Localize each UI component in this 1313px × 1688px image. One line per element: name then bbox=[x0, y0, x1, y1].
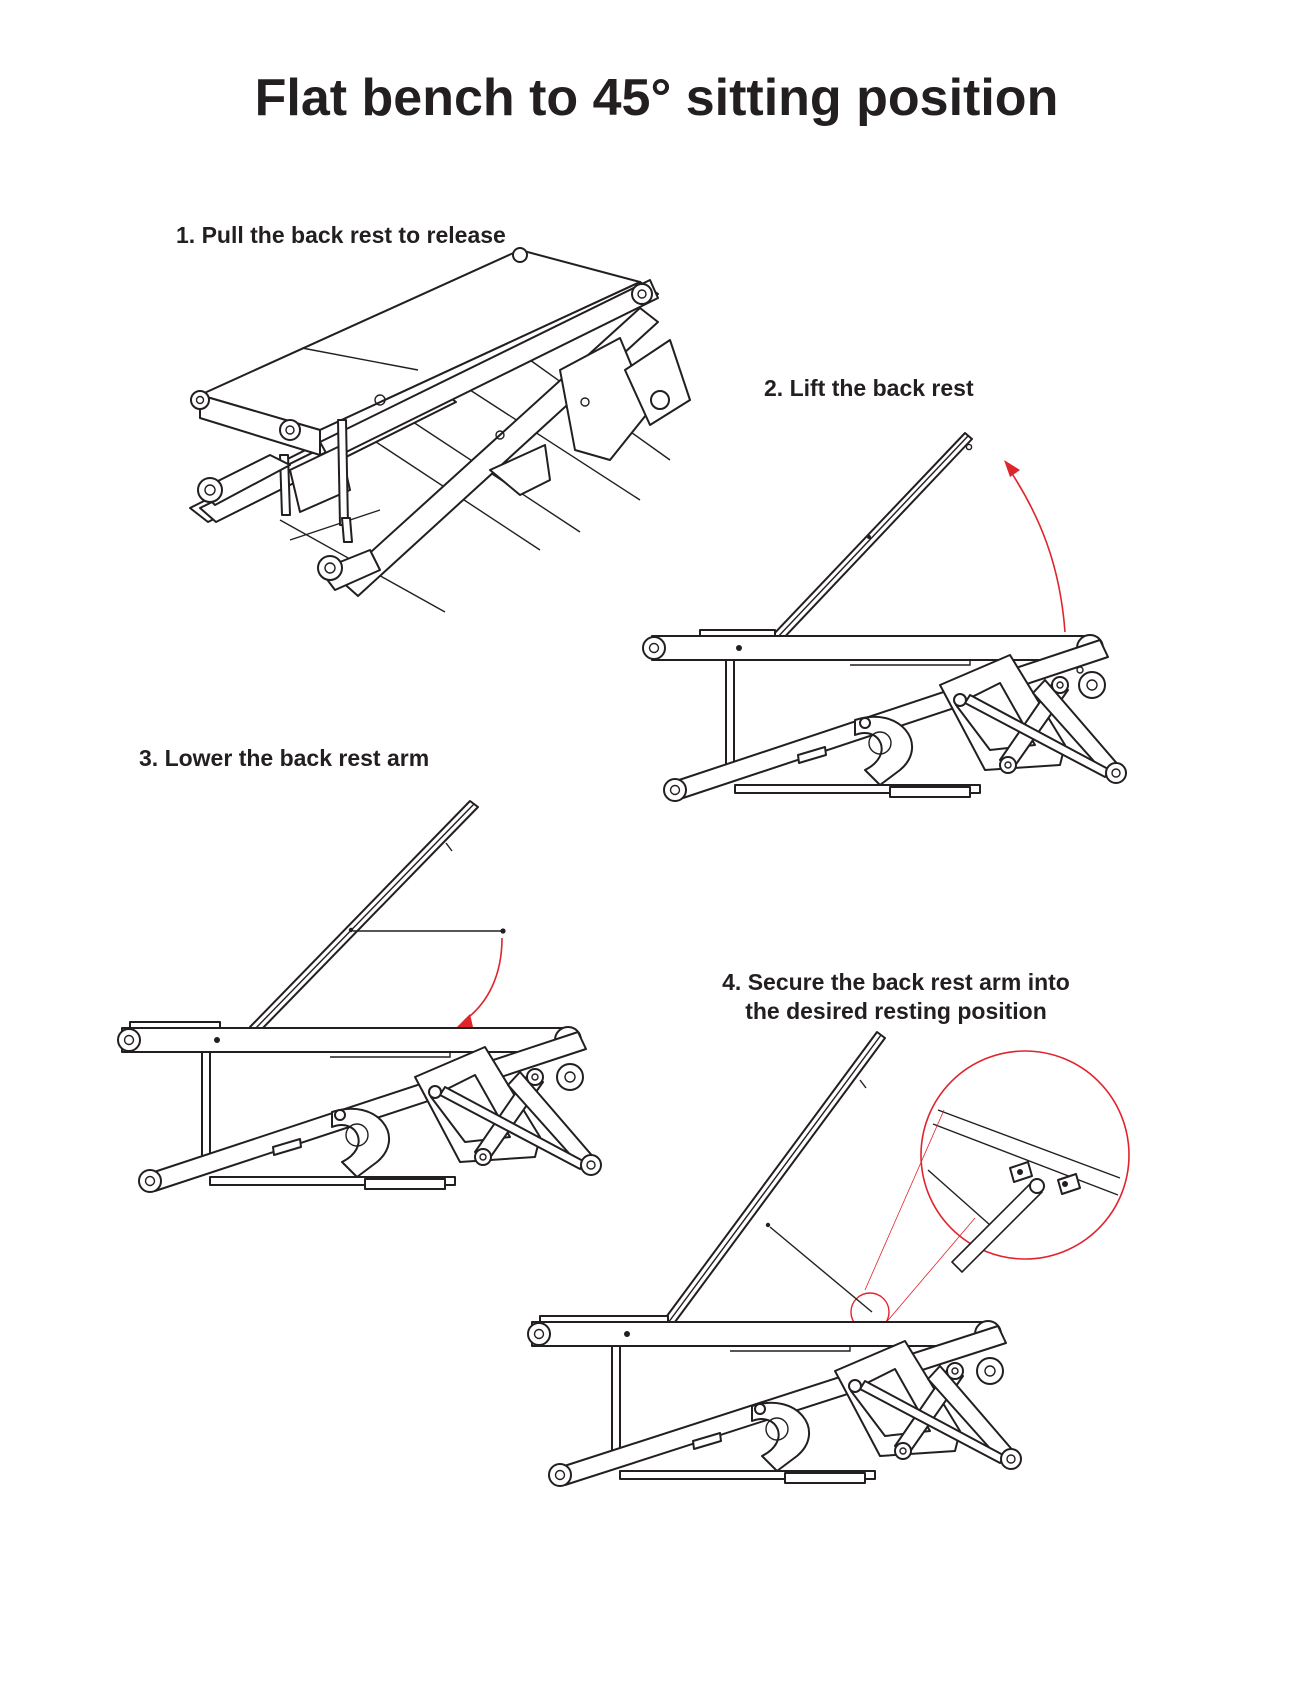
lower-arrow-head bbox=[457, 1014, 473, 1027]
step-4-caption-line-2: the desired resting position bbox=[745, 998, 1047, 1024]
step-1-bench-illustration bbox=[189, 247, 691, 613]
zoom-detail-callout bbox=[850, 1050, 1130, 1333]
step-2-bench-illustration bbox=[642, 432, 1127, 802]
step-4-caption-line-1: 4. Secure the back rest arm into bbox=[722, 969, 1070, 995]
lift-arrow-head bbox=[1004, 460, 1020, 477]
step-4-caption: 4. Secure the back rest arm into the des… bbox=[666, 968, 1126, 1026]
lower-arrow bbox=[464, 937, 503, 1021]
step-2-caption: 2. Lift the back rest bbox=[764, 375, 974, 401]
page-title: Flat bench to 45° sitting position bbox=[254, 69, 1059, 127]
step-4-bench-illustration bbox=[527, 1031, 1130, 1487]
lift-arrow bbox=[1010, 471, 1066, 633]
step-3-bench-illustration bbox=[117, 800, 602, 1193]
step-3-caption: 3. Lower the back rest arm bbox=[139, 745, 430, 771]
step-1-caption: 1. Pull the back rest to release bbox=[176, 222, 506, 248]
